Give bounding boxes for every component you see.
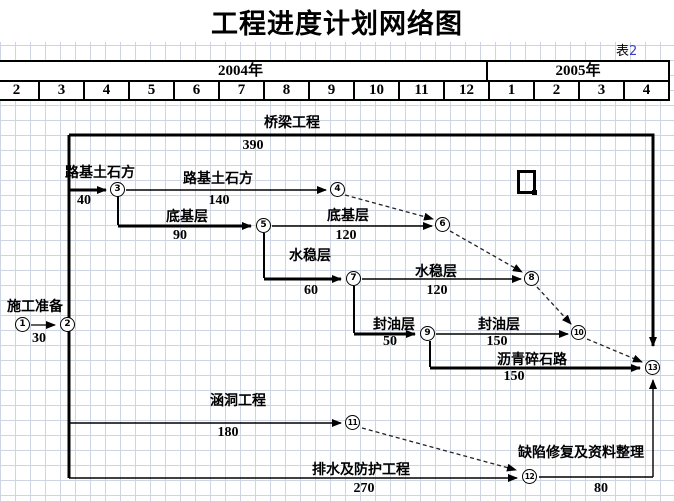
activity-label: 水稳层: [415, 264, 457, 280]
activity-duration: 80: [594, 481, 608, 496]
event-node-3: 3: [110, 182, 125, 197]
month-cell: 10: [355, 82, 400, 99]
activity-duration: 40: [77, 193, 91, 208]
event-node-6: 6: [435, 217, 450, 232]
activity-duration: 120: [426, 283, 448, 298]
month-cell: 8: [265, 82, 310, 99]
event-node-10: 10: [571, 325, 586, 340]
activity-duration: 90: [173, 228, 187, 243]
summary-bar-label: 桥梁工程: [264, 115, 320, 131]
event-node-13: 13: [645, 360, 660, 375]
summary-bar-line: [69, 133, 657, 347]
timeline-month-row: 2 3 4 5 6 7 8 9 10 11 12 1 2 3 4: [0, 82, 670, 101]
activity-label: 封油层: [373, 317, 415, 333]
activity-label: 封油层: [478, 317, 520, 333]
month-cell: 1: [490, 82, 535, 99]
dummy-arrows: [344, 194, 643, 472]
activity-label: 路基土石方: [65, 165, 135, 181]
missing-character-box-icon: [517, 170, 537, 195]
year-2005-cell: 2005年: [488, 62, 670, 80]
month-cell: 7: [220, 82, 265, 99]
month-cell: 9: [310, 82, 355, 99]
activity-duration: 180: [217, 425, 239, 440]
month-cell: 4: [85, 82, 130, 99]
event-node-9: 9: [420, 326, 435, 341]
activity-duration: 150: [486, 334, 508, 349]
event-node-8: 8: [524, 271, 539, 286]
activity-label: 涵洞工程: [210, 393, 266, 409]
page-title: 工程进度计划网络图: [211, 9, 463, 40]
event-node-4: 4: [330, 182, 345, 197]
activity-duration: 120: [335, 228, 357, 243]
summary-bar-duration: 390: [242, 138, 264, 153]
activity-duration: 140: [208, 193, 230, 208]
month-cell: 2: [0, 82, 40, 99]
month-cell: 2: [535, 82, 580, 99]
activity-label: 缺陷修复及资料整理: [518, 445, 644, 461]
activity-duration: 50: [383, 334, 397, 349]
sheet-label-prefix: 表: [616, 44, 630, 59]
activity-duration: 60: [304, 283, 318, 298]
sheet-label: 表2: [616, 40, 637, 59]
event-node-2: 2: [60, 317, 75, 332]
month-cell: 5: [130, 82, 175, 99]
year-2004-cell: 2004年: [0, 62, 488, 80]
activity-label: 路基土石方: [183, 171, 253, 187]
month-cell: 3: [40, 82, 85, 99]
month-cell: 12: [445, 82, 490, 99]
sheet-label-number: 2: [629, 44, 638, 59]
activity-label: 底基层: [166, 209, 208, 225]
activity-label: 施工准备: [7, 299, 63, 315]
event-node-1: 1: [15, 317, 30, 332]
activity-duration: 270: [353, 481, 375, 496]
activity-duration: 30: [32, 331, 46, 346]
event-node-12: 12: [522, 469, 537, 484]
timeline-year-row: 2004年 2005年: [0, 60, 670, 82]
month-cell: 11: [400, 82, 445, 99]
activity-label: 排水及防护工程: [312, 462, 410, 478]
event-node-7: 7: [346, 271, 361, 286]
event-node-5: 5: [256, 218, 271, 233]
event-node-11: 11: [345, 415, 360, 430]
activity-duration: 150: [503, 369, 525, 384]
month-cell: 3: [580, 82, 625, 99]
activity-label: 沥青碎石路: [497, 352, 567, 368]
activity-label: 底基层: [327, 208, 369, 224]
activity-label: 水稳层: [289, 248, 331, 264]
month-cell: 4: [625, 82, 670, 99]
month-cell: 6: [175, 82, 220, 99]
